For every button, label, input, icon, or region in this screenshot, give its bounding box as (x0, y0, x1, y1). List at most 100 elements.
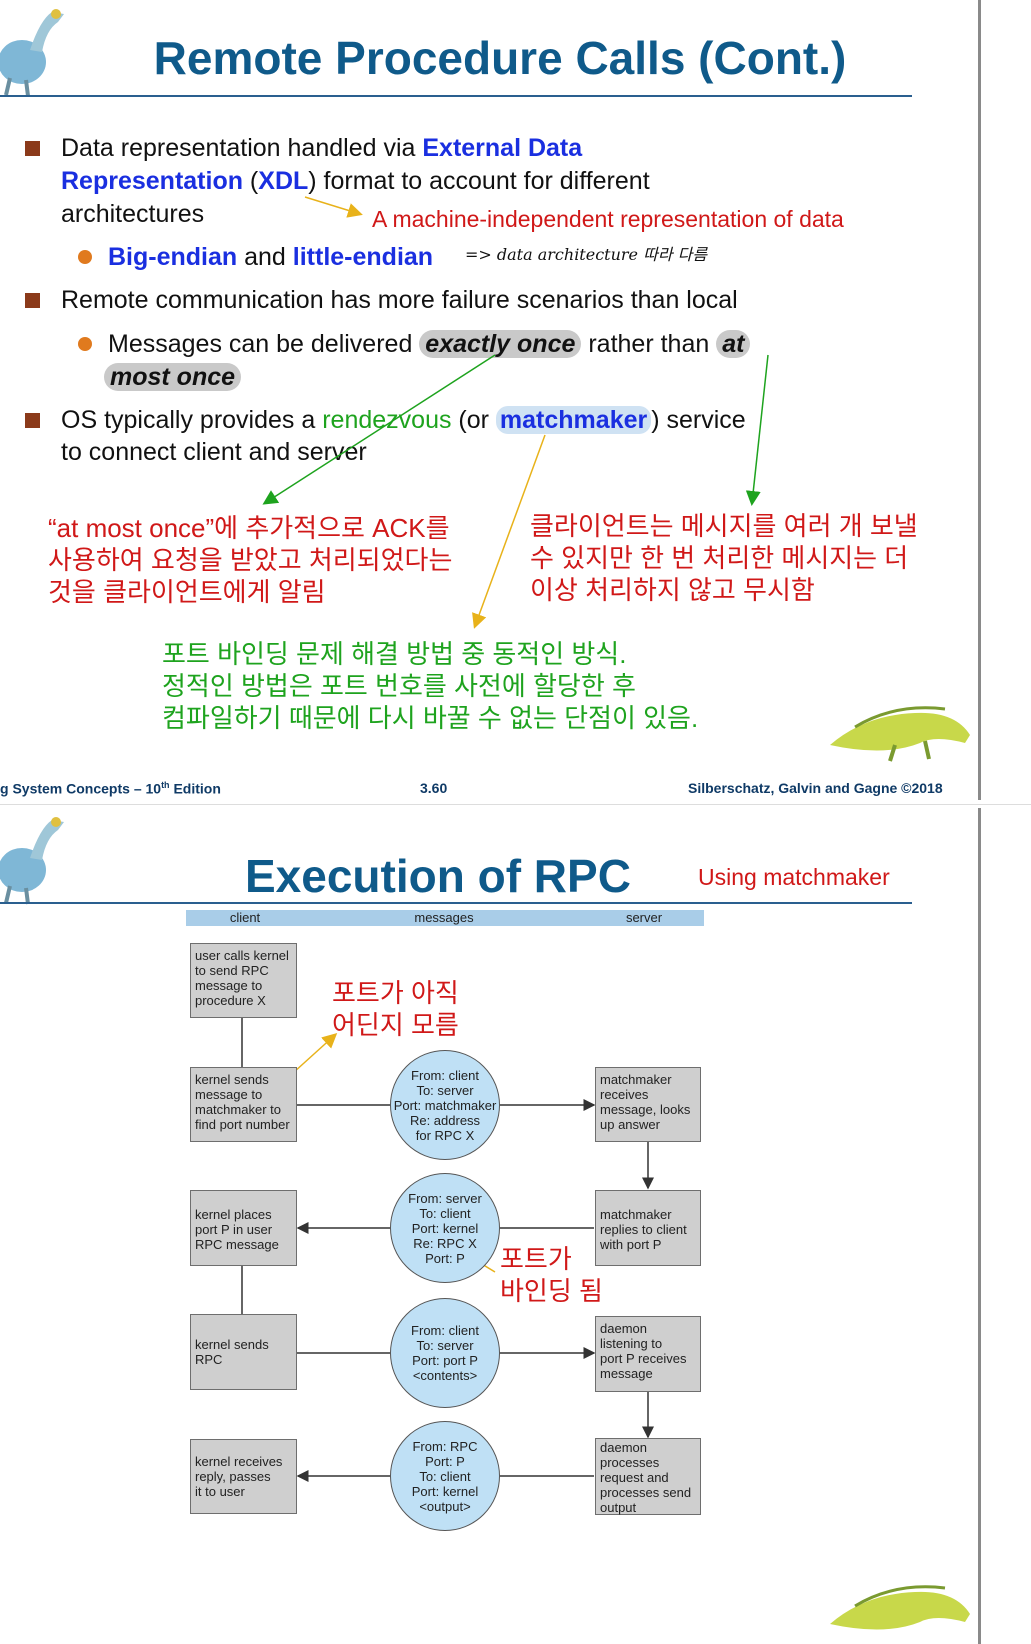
exactly-once-term: exactly once (419, 330, 582, 358)
bullet-1-rest: ) format to account for different (308, 167, 650, 195)
msg-line: To: server (416, 1082, 474, 1098)
box-line: processes (600, 1455, 660, 1470)
server-box-daemon-listening: daemon listening to port P receives mess… (595, 1316, 701, 1392)
external-data-term: External Data (422, 134, 583, 162)
box-line: matchmaker (600, 1207, 672, 1222)
msg-line: Port: P (425, 1250, 465, 1266)
msg-line: To: client (419, 1205, 471, 1221)
note-at-most-once-line-3: 것을 클라이언트에게 알림 (48, 577, 326, 607)
box-line: matchmaker to (195, 1102, 281, 1117)
message-circle-rpc-contents: From: client To: server Port: port P <co… (390, 1298, 500, 1408)
box-line: matchmaker (600, 1072, 672, 1087)
msg-line: Port: kernel (411, 1220, 479, 1236)
server-box-daemon-processes: daemon processes request and processes s… (595, 1438, 701, 1515)
msg-line: Re: RPC X (413, 1235, 477, 1251)
sub-bullet-2-line-1: Messages can be delivered exactly once r… (108, 327, 751, 361)
rpc-execution-title: Execution of RPC (245, 850, 631, 902)
box-line: reply, passes (195, 1469, 271, 1484)
note-matchmaker-line-3: 컴파일하기 때문에 다시 바꿀 수 없는 단점이 있음. (162, 703, 699, 733)
column-header-client: client (186, 910, 304, 926)
sub-bullet-2-line-2: most once (104, 360, 242, 394)
bullet-1-text: Data representation handled via (61, 134, 423, 162)
box-line: up answer (600, 1117, 660, 1132)
msg-line: From: server (408, 1190, 482, 1206)
at-term: at (716, 330, 751, 358)
msg-line: From: client (411, 1067, 479, 1083)
box-line: daemon (600, 1440, 647, 1455)
bullet-1-line-1: Data representation handled via External… (61, 131, 582, 165)
note-exactly-once-line-3: 이상 처리하지 않고 무시함 (530, 575, 815, 605)
box-line: request and (600, 1470, 669, 1485)
message-circle-to-matchmaker: From: client To: server Port: matchmaker… (390, 1050, 500, 1160)
dinosaur-mascot-icon (830, 1585, 970, 1630)
footer-book-text: g System Concepts – 10 (0, 780, 162, 797)
box-line: message to (195, 1087, 263, 1102)
box-line: kernel places (195, 1207, 272, 1222)
title-divider (0, 902, 912, 904)
xdl-term: XDL (258, 167, 309, 195)
xdl-annotation: A machine-independent representation of … (372, 206, 844, 232)
footer-edition: Edition (169, 780, 221, 797)
little-endian-term: little-endian (292, 243, 434, 271)
matchmaker-term: matchmaker (495, 406, 652, 434)
msg-line: Port: kernel (411, 1483, 479, 1499)
client-box-kernel-places-port: kernel places port P in user RPC message (190, 1190, 297, 1266)
box-line: listening to (600, 1336, 663, 1351)
box-line: user calls kernel (195, 948, 289, 963)
note-matchmaker-line-1: 포트 바인딩 문제 해결 방법 중 동적인 방식. (162, 639, 627, 669)
representation-term: Representation (61, 167, 243, 195)
or-text: (or (451, 406, 496, 434)
box-line: to send RPC (195, 963, 269, 978)
client-box-kernel-sends-rpc: kernel sends RPC (190, 1314, 297, 1390)
sub-2-middle: rather than (581, 330, 717, 358)
box-line: procedure X (195, 993, 266, 1008)
message-circle-port-reply: From: server To: client Port: kernel Re:… (390, 1173, 500, 1283)
server-box-matchmaker-receives: matchmaker receives message, looks up an… (595, 1067, 701, 1142)
sub-bullet-1: Big-endian and little-endian (108, 240, 433, 274)
bullet-square (25, 413, 40, 428)
message-circle-output: From: RPC Port: P To: client Port: kerne… (390, 1421, 500, 1531)
slide-right-edge (978, 0, 981, 800)
msg-line: From: client (411, 1323, 479, 1338)
box-line: find port number (195, 1117, 290, 1132)
msg-line: Port: matchmaker (393, 1097, 497, 1113)
bullet-3-line-1: OS typically provides a rendezvous (or m… (61, 403, 746, 437)
bullet-1-line-3: architectures (61, 200, 205, 228)
title-divider (0, 95, 912, 97)
box-line: replies to client (600, 1222, 687, 1237)
msg-line: Port: P (425, 1453, 465, 1469)
box-line: port P receives (600, 1351, 687, 1366)
note-port-unknown-line-2: 어딘지 모름 (332, 1010, 459, 1040)
bullet-3-text: OS typically provides a (61, 406, 323, 434)
dinosaur-mascot-icon (830, 706, 970, 762)
box-line: port P in user (195, 1222, 273, 1237)
msg-line: for RPC X (415, 1127, 475, 1143)
note-port-unknown-line-1: 포트가 아직 (332, 978, 459, 1008)
column-header-server: server (584, 910, 704, 926)
box-line: RPC (195, 1352, 223, 1367)
msg-line: <contents> (412, 1368, 478, 1383)
bullet-3-suffix: ) service (651, 406, 746, 434)
bullet-2: Remote communication has more failure sc… (61, 286, 738, 314)
dinosaur-logo-icon (0, 9, 64, 97)
bullet-square (25, 141, 40, 156)
most-once-term: most once (104, 363, 242, 391)
rendezvous-term: rendezvous (322, 406, 452, 434)
box-line: kernel receives (195, 1454, 283, 1469)
footer-book-title: g System Concepts – 10th Edition (0, 780, 221, 797)
using-matchmaker-annotation: Using matchmaker (698, 864, 890, 890)
note-port-bound-line-1: 포트가 (500, 1244, 572, 1274)
bullet-square (25, 293, 40, 308)
box-line: daemon (600, 1321, 647, 1336)
msg-line: To: server (416, 1338, 474, 1353)
server-box-matchmaker-replies: matchmaker replies to client with port P (595, 1190, 701, 1266)
box-line: receives (600, 1087, 649, 1102)
note-exactly-once-line-2: 수 있지만 한 번 처리한 메시지는 더 (530, 543, 909, 573)
box-line: kernel sends (195, 1337, 269, 1352)
note-port-bound-line-2: 바인딩 됨 (500, 1276, 603, 1306)
annotation-arrows (262, 196, 769, 629)
box-line: kernel sends (195, 1072, 269, 1087)
note-at-most-once-line-2: 사용하여 요청을 받았고 처리되었다는 (48, 545, 453, 575)
client-box-user-calls-kernel: user calls kernel to send RPC message to… (190, 943, 297, 1018)
